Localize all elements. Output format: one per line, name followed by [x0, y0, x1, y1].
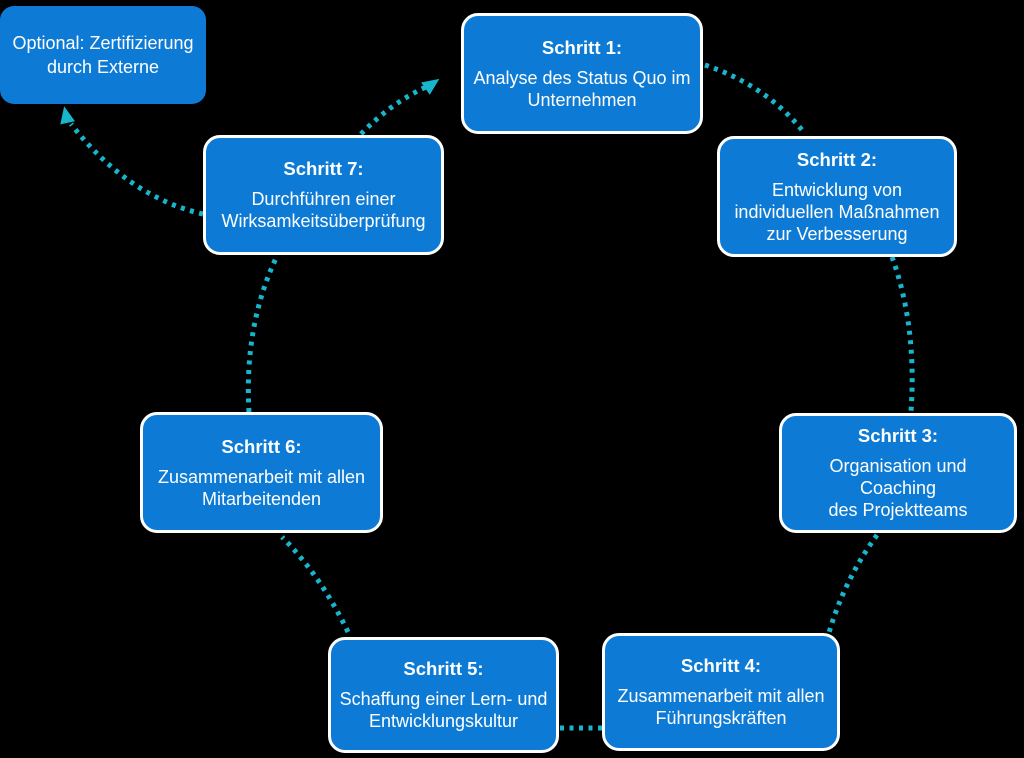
step-title: Schritt 7: [283, 158, 364, 179]
connector-step6-to-step7 [245, 254, 280, 413]
step-title: Schritt 4: [680, 655, 762, 676]
node-step-4: Schritt 4: Zusammenarbeit mit allen Führ… [602, 633, 840, 751]
step-description: Organisation und Coaching des Projekttea… [828, 456, 968, 520]
connector-step7-to-optional [69, 122, 204, 217]
step-description: Entwicklung von individuellen Maßnahmen … [734, 179, 940, 244]
connector-step2-to-step3 [889, 256, 915, 412]
connector-step3-to-step4 [824, 533, 880, 641]
node-optional: Optional: Zertifizierung durch Externe [0, 6, 206, 104]
connector-step7-to-step1 [359, 84, 428, 136]
arrowhead-to-step1 [421, 78, 440, 95]
node-step-6: Schritt 6: Zusammenarbeit mit allen Mita… [140, 412, 383, 533]
connector-step5-to-step6 [280, 535, 351, 634]
step-title: Schritt 2: [796, 148, 878, 170]
node-step-3: Schritt 3: Organisation und Coaching des… [779, 413, 1017, 533]
step-title: Schritt 5: [403, 658, 484, 679]
node-step-1: Schritt 1: Analyse des Status Quo im Unt… [461, 13, 703, 134]
step-description: Analyse des Status Quo im Unternehmen [473, 67, 691, 110]
step-description: Zusammenarbeit mit allen Führungskräften [617, 686, 825, 728]
step-description: Durchführen einer Wirksamkeitsüberprüfun… [221, 189, 426, 231]
node-step-7: Schritt 7: Durchführen einer Wirksamkeit… [203, 135, 444, 255]
optional-label: Optional: Zertifizierung durch Externe [12, 33, 194, 77]
node-step-5: Schritt 5: Schaffung einer Lern- und Ent… [328, 637, 559, 753]
step-title: Schritt 6: [221, 435, 302, 457]
step-description: Schaffung einer Lern- und Entwicklungsku… [339, 689, 548, 731]
arrowhead-to-optional [60, 106, 75, 125]
step-title: Schritt 1: [541, 36, 623, 58]
connector-step1-to-step2 [704, 62, 804, 132]
step-description: Zusammenarbeit mit allen Mitarbeitenden [157, 466, 366, 509]
node-step-2: Schritt 2: Entwicklung von individuellen… [717, 136, 957, 257]
step-title: Schritt 3: [857, 425, 939, 446]
